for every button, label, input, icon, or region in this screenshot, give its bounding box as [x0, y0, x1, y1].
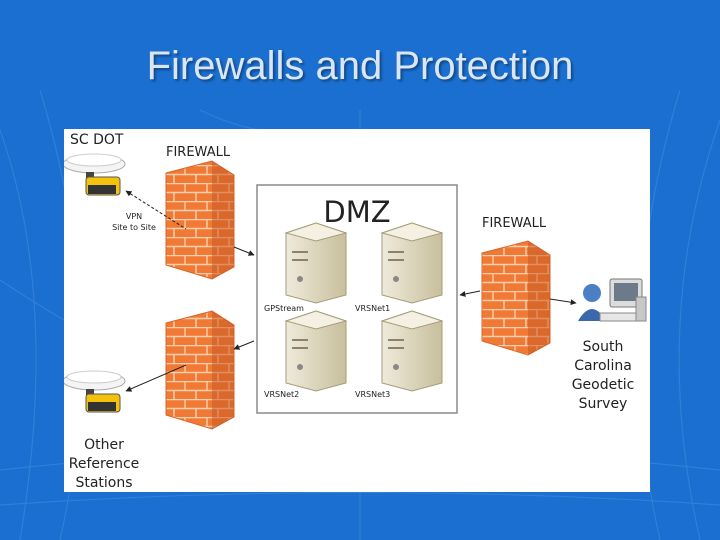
- survey-line2: Carolina: [574, 358, 632, 374]
- connection-arrow: [125, 364, 187, 392]
- survey-line4: Survey: [579, 396, 628, 412]
- server-label-vrsnet3: VRSNet3: [355, 390, 390, 399]
- other-stations-line1: Other: [84, 437, 124, 453]
- survey-line3: Geodetic: [572, 377, 635, 393]
- server-label-vrsnet2: VRSNet2: [264, 390, 299, 399]
- dmz-box: [256, 184, 458, 414]
- survey-line1: South: [583, 339, 624, 355]
- gps-receiver-icon: [64, 153, 126, 196]
- vpn-label-line1: VPN: [126, 212, 142, 221]
- firewall-icon: [165, 310, 235, 430]
- network-diagram: DMZ SC DOT FIREWALL FIREWALL VPN Site to…: [64, 129, 650, 492]
- server-icon: [380, 310, 444, 392]
- connection-arrow: [233, 340, 255, 350]
- server-label-vrsnet1: VRSNet1: [355, 304, 390, 313]
- other-stations-line3: Stations: [75, 475, 132, 491]
- slide-title: Firewalls and Protection: [146, 44, 574, 88]
- server-icon: [380, 222, 444, 304]
- sc-dot-label: SC DOT: [70, 132, 124, 148]
- vpn-label-line2: Site to Site: [112, 223, 156, 232]
- vpn-connection-arrow: [125, 190, 187, 230]
- server-icon: [284, 310, 348, 392]
- connection-arrow: [233, 246, 255, 256]
- connection-arrow: [549, 298, 577, 306]
- server-label-gpstream: GPStream: [264, 304, 304, 313]
- firewall-icon: [481, 240, 551, 356]
- user-computer-icon: [578, 278, 647, 322]
- gps-receiver-icon: [64, 370, 126, 413]
- dmz-label: DMZ: [323, 195, 390, 229]
- other-stations-line2: Reference: [69, 456, 140, 472]
- firewall-icon: [165, 160, 235, 280]
- firewall-right-label: FIREWALL: [482, 216, 547, 231]
- server-icon: [284, 222, 348, 304]
- firewall-left-label: FIREWALL: [166, 145, 231, 160]
- connection-arrow: [459, 290, 481, 297]
